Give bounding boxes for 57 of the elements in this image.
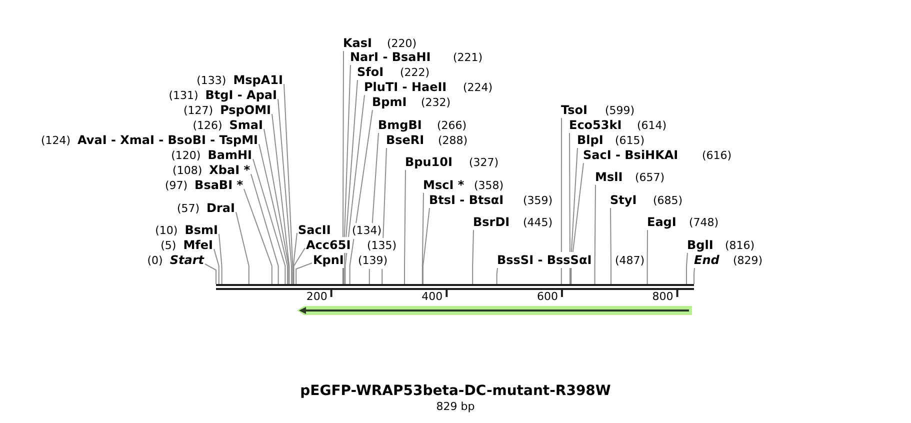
leader-line bbox=[342, 64, 351, 284]
leader-line bbox=[422, 208, 430, 284]
leader-line bbox=[292, 232, 298, 284]
scale-label: 600 bbox=[536, 290, 558, 304]
leader-line bbox=[422, 192, 424, 284]
enzyme-name: BlpI bbox=[577, 132, 604, 148]
scale-label: 200 bbox=[306, 290, 328, 304]
dna-backbone bbox=[216, 284, 694, 290]
leader-line bbox=[296, 262, 312, 284]
cut-position: (134) bbox=[352, 223, 382, 239]
leader-line bbox=[349, 110, 373, 284]
enzyme-name: BssSI - BssSαI bbox=[497, 252, 592, 268]
leader-line bbox=[204, 264, 216, 284]
scale-label: 400 bbox=[422, 290, 443, 304]
leader-line bbox=[344, 94, 365, 284]
leader-line bbox=[560, 118, 562, 284]
map-title: pEGFP-WRAP53beta-DC-mutant-R398W bbox=[300, 382, 611, 400]
enzyme-name: BglI bbox=[687, 237, 714, 253]
leader-line bbox=[344, 80, 358, 284]
enzyme-name: MspA1I bbox=[233, 72, 283, 88]
leader-line bbox=[244, 188, 272, 284]
enzyme-name: AvaI - XmaI - BsoBI - TspMI bbox=[78, 132, 258, 148]
enzyme-name: BmgBI bbox=[378, 117, 422, 133]
leader-line bbox=[694, 268, 695, 284]
leader-line bbox=[594, 184, 596, 284]
cut-position: (139) bbox=[358, 253, 388, 269]
leader-line bbox=[646, 230, 648, 284]
leader-line bbox=[264, 128, 290, 284]
leader-line bbox=[610, 208, 612, 284]
leader-line bbox=[250, 174, 279, 284]
enzyme-name: Bpu10I bbox=[405, 154, 452, 170]
leader-line bbox=[404, 170, 406, 284]
cut-position: (135) bbox=[367, 238, 397, 254]
scale-label: 800 bbox=[652, 290, 674, 304]
enzyme-name: BtgI - ApaI bbox=[205, 87, 277, 103]
leader-line bbox=[218, 234, 222, 284]
enzyme-name: PspOMI bbox=[220, 102, 271, 118]
leader-line bbox=[293, 248, 306, 284]
leader-line bbox=[258, 144, 288, 284]
leader-line bbox=[472, 230, 474, 284]
enzyme-name: BpmI bbox=[372, 94, 407, 110]
leader-line bbox=[284, 84, 294, 284]
leader-line bbox=[342, 50, 344, 284]
leader-line bbox=[570, 148, 578, 284]
leader-line bbox=[252, 158, 286, 284]
enzyme-name: StyI bbox=[610, 192, 637, 208]
leader-line bbox=[272, 114, 290, 284]
leader-line bbox=[569, 132, 570, 284]
enzyme-name: Acc65I bbox=[306, 237, 351, 253]
enzyme-name: KpnI bbox=[313, 252, 344, 268]
leader-line bbox=[686, 252, 688, 284]
leader-line bbox=[236, 212, 250, 284]
leader-line bbox=[496, 268, 498, 284]
leader-line bbox=[278, 98, 292, 284]
enzyme-name: EagI bbox=[647, 214, 676, 230]
leader-line bbox=[214, 248, 220, 284]
sequence-length: 829 bp bbox=[436, 400, 475, 414]
